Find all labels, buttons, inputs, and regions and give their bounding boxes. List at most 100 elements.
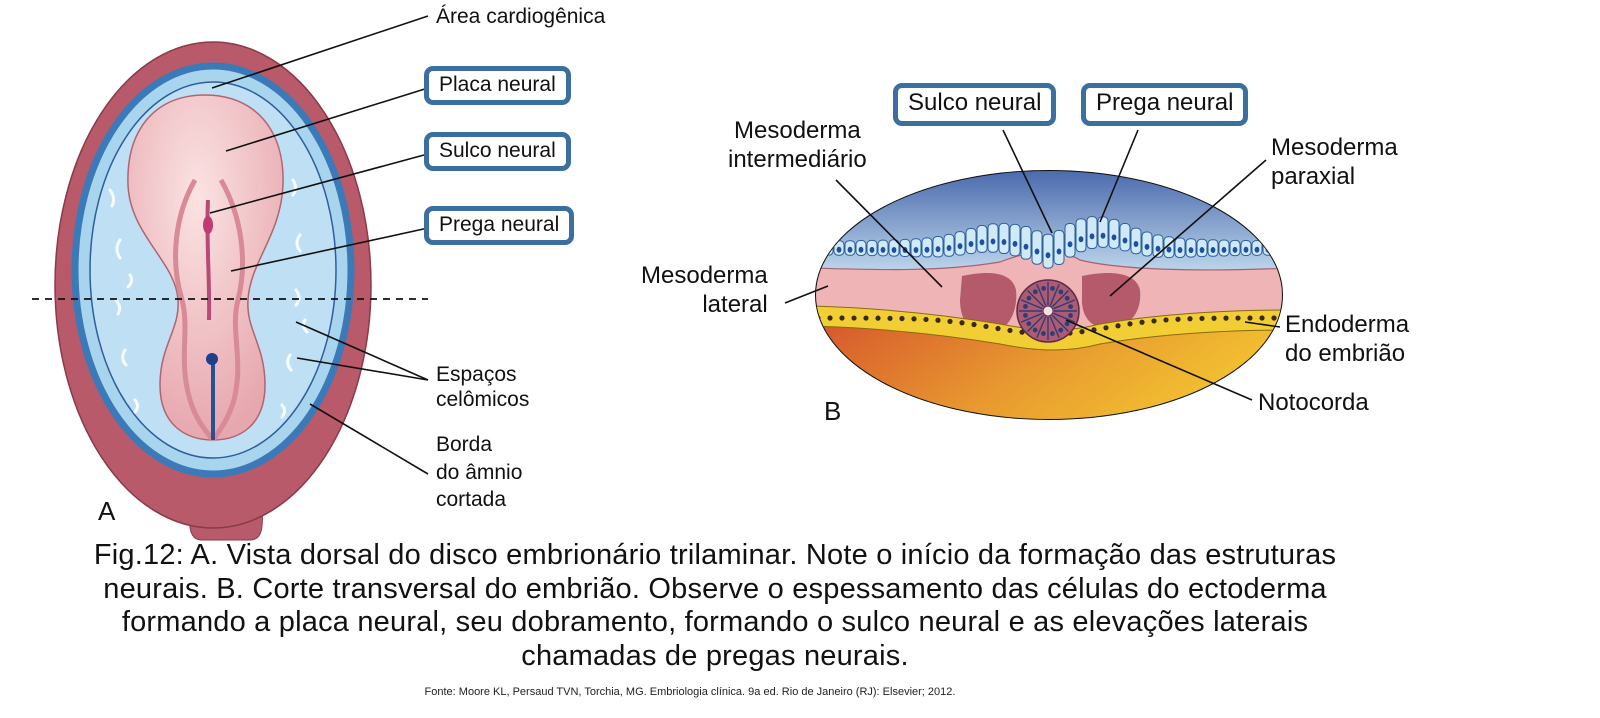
ectoderm-nucleus xyxy=(1199,247,1205,254)
panel-letter-a: A xyxy=(98,496,116,526)
ectoderm-nucleus xyxy=(1221,246,1227,253)
endoderm-nucleus xyxy=(1115,323,1121,329)
label-lateral-mesoderm: Mesoderma lateral xyxy=(641,262,768,320)
ectoderm-nucleus xyxy=(957,243,963,250)
endoderm-nucleus xyxy=(863,315,869,321)
notochord-nucleus xyxy=(1041,331,1046,336)
ectoderm-cell xyxy=(1009,223,1021,257)
endoderm-nucleus xyxy=(1235,315,1241,321)
ectoderm-nucleus xyxy=(1045,252,1051,259)
notochord-cell-wall xyxy=(1049,283,1060,306)
label-intermediate-line1: Mesoderma xyxy=(734,117,861,144)
ectoderm-nucleus xyxy=(836,246,842,253)
label-amnion-line2: do âmnio xyxy=(436,460,523,484)
notochord-cell-wall xyxy=(1049,316,1060,339)
ectoderm-nucleus xyxy=(1111,234,1117,241)
ectoderm-nucleus xyxy=(847,246,853,253)
neural-fold-right xyxy=(210,178,245,442)
label-lateral-line2: lateral xyxy=(702,290,768,318)
ectoderm-nucleus xyxy=(924,246,930,253)
endoderm-nucleus xyxy=(923,316,929,323)
endoderm-nucleus xyxy=(1079,329,1085,335)
ectoderm-nucleus xyxy=(1012,240,1018,247)
label-coelomic-line1: Espaços xyxy=(436,363,517,386)
label-intermediate-line2: intermediário xyxy=(728,145,867,173)
ectoderm-cell xyxy=(1262,240,1274,256)
notochord-cell-wall xyxy=(1053,312,1076,323)
label-notochord: Notocorda xyxy=(1258,389,1369,416)
caption-line-2: neurais. B. Corte transversal do embrião… xyxy=(103,572,1327,605)
figure-b-leader-lines xyxy=(784,129,1281,401)
endoderm-nucleus xyxy=(995,325,1001,332)
figure-b-cross-section xyxy=(815,170,1293,420)
ectoderm-nucleus xyxy=(1155,245,1161,252)
ectoderm-nucleus xyxy=(1056,248,1062,255)
ectoderm-nucleus xyxy=(1001,239,1007,246)
notochord-cell-wall xyxy=(1036,283,1047,306)
notochord-nucleus xyxy=(1058,327,1064,333)
notochord-cell-wall xyxy=(1051,314,1070,333)
caption-line-3: formando a placa neural, seu dobramento,… xyxy=(121,606,1309,639)
ectoderm-nucleus xyxy=(1276,246,1282,253)
ectoderm-nucleus xyxy=(935,246,941,253)
ectoderm-nucleus xyxy=(913,246,919,253)
ectoderm-nucleus xyxy=(1166,246,1172,253)
ectoderm-cell xyxy=(822,240,834,256)
ectoderm-nucleus xyxy=(880,246,886,253)
ectoderm-nucleus xyxy=(1177,247,1183,254)
notochord-nucleus xyxy=(1026,321,1032,327)
ectoderm-cell xyxy=(987,223,999,253)
label-lateral-line1: Mesoderma xyxy=(641,262,768,289)
figure-a-embryo xyxy=(32,41,428,541)
ectoderm-cell xyxy=(1108,218,1120,249)
ectoderm-nucleus xyxy=(1243,246,1249,253)
figure-a-leader-lines xyxy=(209,15,429,475)
ectoderm-nucleus xyxy=(1023,243,1029,250)
notochord-nucleus xyxy=(1026,295,1032,301)
endoderm-nucleus xyxy=(887,315,893,321)
label-amnion-line1: Borda xyxy=(436,433,493,456)
label-intermediate-mesoderm: Mesoderma intermediário xyxy=(728,117,867,175)
label-neural-groove-a: Sulco neural xyxy=(424,132,571,172)
caption-line-4: chamadas de pregas neurais. xyxy=(521,639,909,672)
endoderm-nucleus xyxy=(1187,316,1193,322)
label-paraxial-line2: paraxial xyxy=(1271,162,1356,190)
ectoderm-nucleus xyxy=(1089,233,1095,240)
ectoderm-nucleus xyxy=(946,244,952,251)
notochord-cell-wall xyxy=(1026,314,1045,333)
ectoderm-nucleus xyxy=(990,238,996,245)
notochord-nucleus xyxy=(1068,313,1073,318)
endoderm-nucleus xyxy=(1139,319,1145,325)
panel-letter-b: B xyxy=(824,396,842,426)
ectoderm-cell xyxy=(816,240,823,256)
notochord-nucleus xyxy=(1058,289,1064,295)
ectoderm-cell xyxy=(1053,229,1065,265)
endoderm-nucleus xyxy=(1259,315,1265,321)
notochord-nucleus xyxy=(1023,313,1028,318)
label-neural-plate: Placa neural xyxy=(424,66,571,106)
endoderm-nucleus xyxy=(947,318,953,324)
endoderm-layer xyxy=(816,305,1282,351)
endoderm-nucleus xyxy=(1175,316,1181,322)
label-paraxial-mesoderm: Mesoderma paraxial xyxy=(1271,134,1398,192)
notochord-cell-wall xyxy=(1051,289,1070,308)
notochord-nucleus xyxy=(1032,289,1038,295)
ectoderm-nucleus xyxy=(1288,247,1293,253)
ectoderm-nucleus xyxy=(1188,247,1194,254)
endoderm-nucleus xyxy=(1127,321,1133,327)
ectoderm-nucleus xyxy=(1034,248,1040,255)
endoderm-nucleus xyxy=(1151,318,1157,324)
neural-groove xyxy=(205,199,212,321)
ectoderm-nucleus xyxy=(891,246,897,253)
ectoderm-nucleus xyxy=(1144,243,1150,250)
label-paraxial-line1: Mesoderma xyxy=(1271,134,1398,161)
notochord-nucleus xyxy=(1068,304,1073,309)
ectoderm-cell xyxy=(1273,240,1282,256)
neural-fold-left xyxy=(173,178,215,442)
ectoderm-nucleus xyxy=(979,239,985,246)
endoderm-nucleus xyxy=(971,321,977,328)
ectoderm-nucleus xyxy=(1133,240,1139,247)
notochord-nucleus xyxy=(1050,331,1055,336)
notochord-cell-wall xyxy=(1020,299,1043,310)
label-amnion-edge: Borda do âmnio cortada xyxy=(436,431,522,514)
